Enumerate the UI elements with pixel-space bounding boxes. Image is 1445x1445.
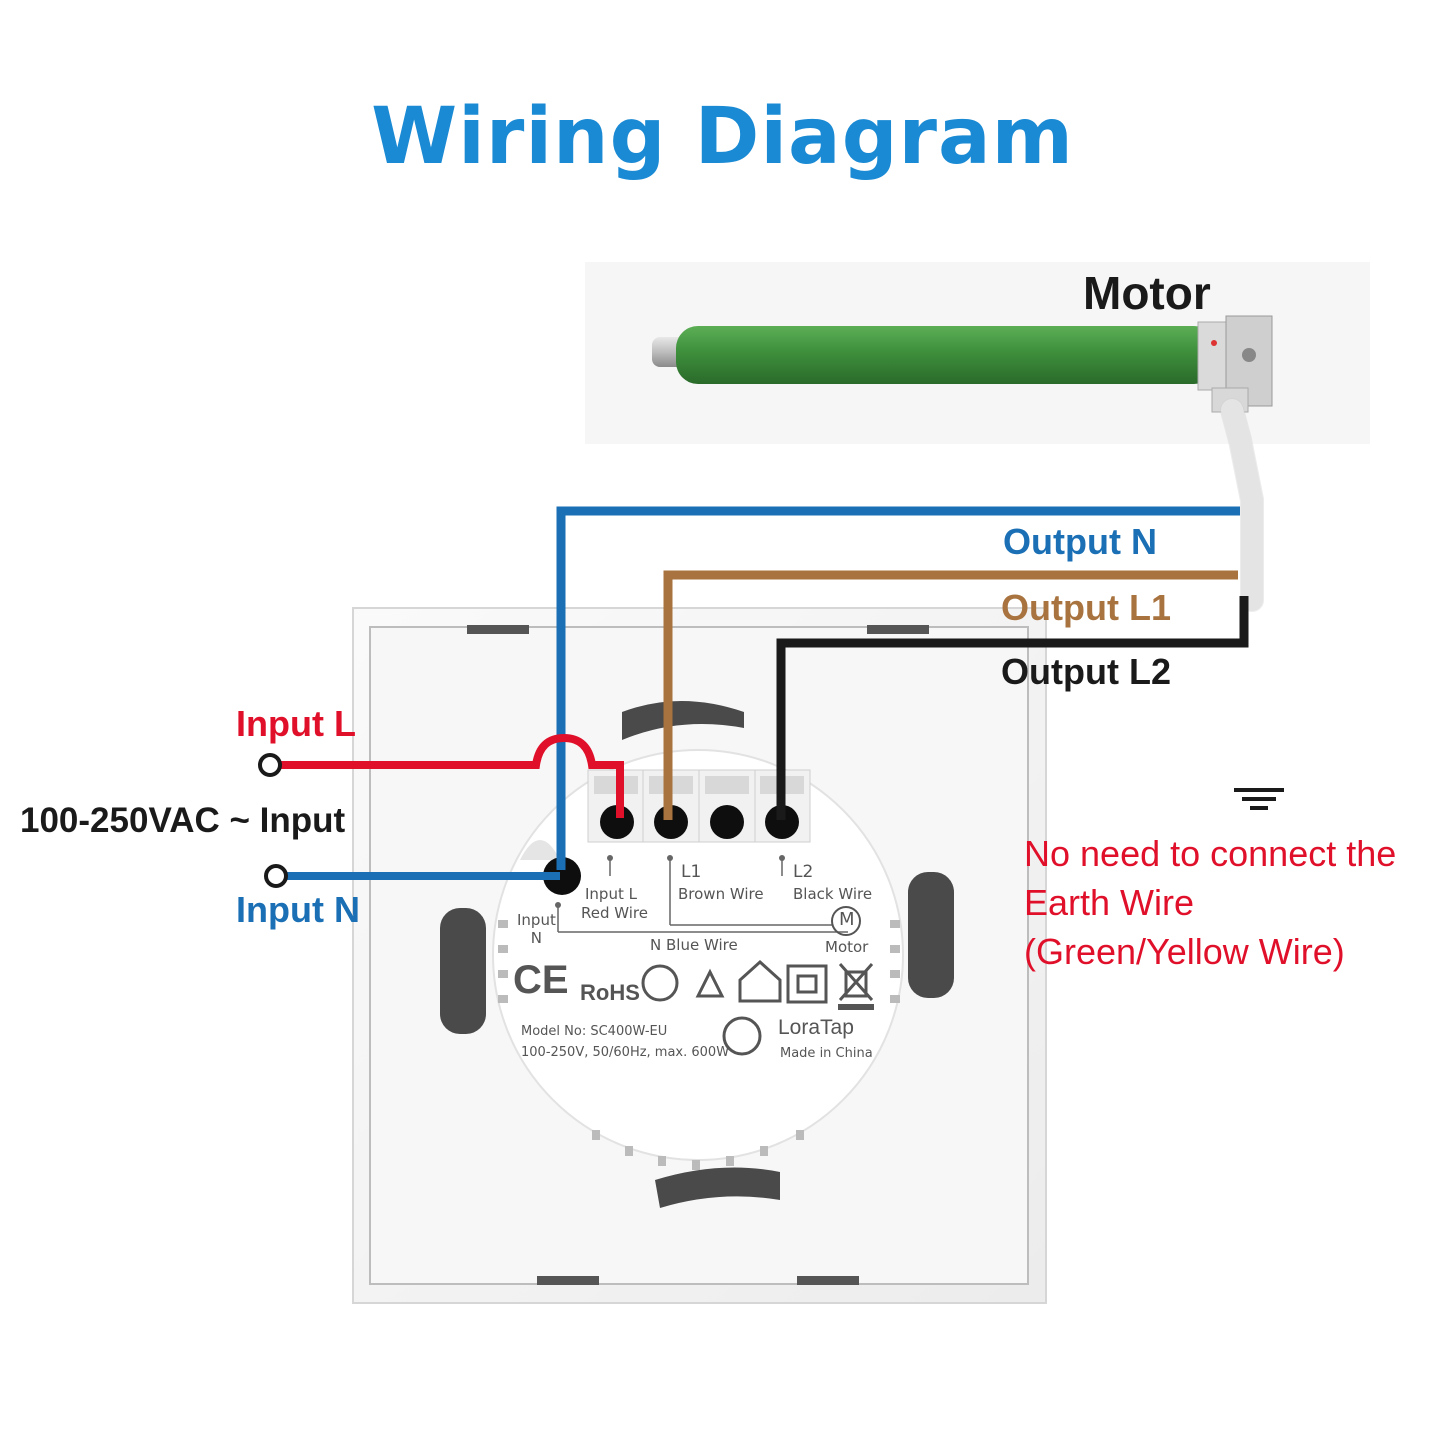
input-l-terminal [258, 753, 282, 777]
terminal-input-n-label: Input N [517, 911, 556, 947]
page-title: Wiring Diagram [371, 92, 1074, 182]
terminal-l2-label: L2 [793, 862, 814, 882]
terminal-l2-sub: Black Wire [793, 885, 873, 903]
terminal-l1-sub: Brown Wire [678, 885, 764, 903]
input-n-terminal [264, 864, 288, 888]
motor-symbol-letter: M [839, 909, 855, 930]
earth-note: No need to connect the Earth Wire (Green… [1024, 829, 1396, 976]
motor-icon [652, 315, 1273, 413]
output-l2-label: Output L2 [1001, 651, 1171, 692]
wire-output-n [556, 506, 1240, 870]
switch-module [492, 749, 904, 1170]
house-icon [738, 959, 782, 1003]
double-insulation-icon [786, 964, 828, 1004]
rohs-mark: RoHS [580, 980, 640, 1005]
brand-logo-icon [722, 1016, 762, 1056]
wire-input-l [270, 733, 624, 818]
made-in: Made in China [780, 1046, 873, 1061]
earth-note-line1: No need to connect the [1024, 833, 1397, 874]
motor-label: Motor [1083, 267, 1211, 319]
input-n-label: Input N [236, 889, 360, 930]
motor-cable [1221, 399, 1263, 611]
earth-note-line3: (Green/Yellow Wire) [1024, 931, 1345, 972]
recycle-icon [641, 964, 679, 1002]
motor-symbol-icon [831, 906, 861, 936]
ground-icon [1234, 788, 1284, 810]
earth-note-line2: Earth Wire [1024, 882, 1195, 923]
model-number: Model No: SC400W-EU [521, 1024, 668, 1039]
wire-output-l2 [776, 596, 1249, 820]
output-l1-label: Output L1 [1001, 587, 1171, 628]
ce-mark-icon: CE [513, 958, 569, 1002]
wire-output-l1 [663, 570, 1238, 820]
input-l-label: Input L [236, 703, 356, 744]
output-n-label: Output N [1003, 521, 1157, 562]
terminal-input-l-label: Input L Red Wire [581, 885, 649, 922]
rating-text: 100-250V, 50/60Hz, max. 600W [521, 1045, 730, 1060]
motor-small-label: Motor [825, 938, 869, 956]
terminal-icon [600, 805, 799, 839]
voltage-label: 100-250VAC ~ Input [20, 801, 346, 840]
n-blue-label: N Blue Wire [650, 936, 738, 954]
brand-name: LoraTap [778, 1016, 854, 1039]
terminal-l1-label: L1 [681, 862, 702, 882]
